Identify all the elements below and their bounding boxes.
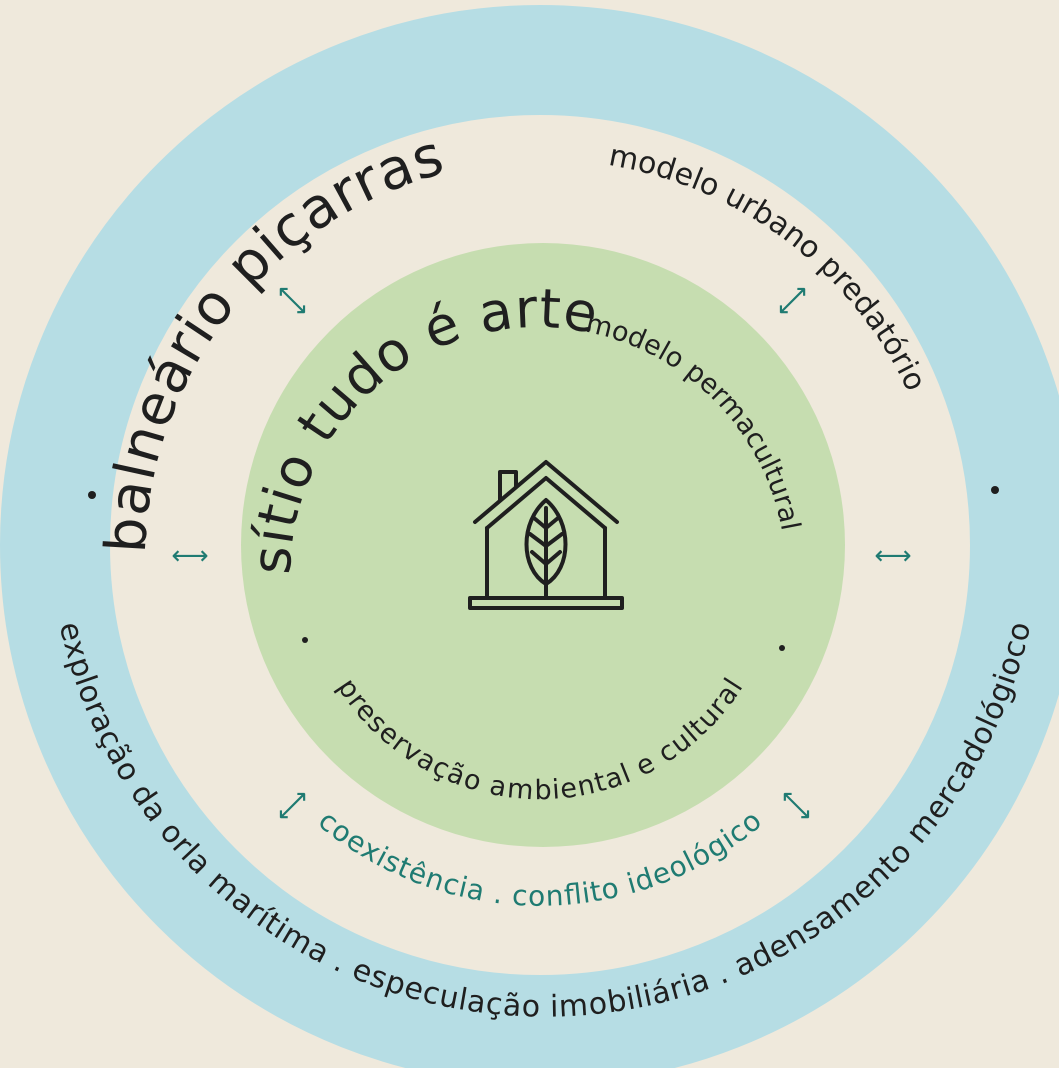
arrow-left: ⟷	[171, 541, 208, 571]
ring-dot-right	[991, 486, 999, 494]
arrow-right: ⟷	[874, 541, 911, 571]
inner-dot-left	[302, 637, 308, 643]
ring-dot-left	[88, 491, 96, 499]
outer-ring	[0, 5, 1059, 1068]
svg-text:⟷: ⟷	[171, 541, 208, 571]
house-leaf-icon	[468, 460, 624, 610]
inner-dot-right	[779, 645, 785, 651]
svg-text:⟷: ⟷	[874, 541, 911, 571]
